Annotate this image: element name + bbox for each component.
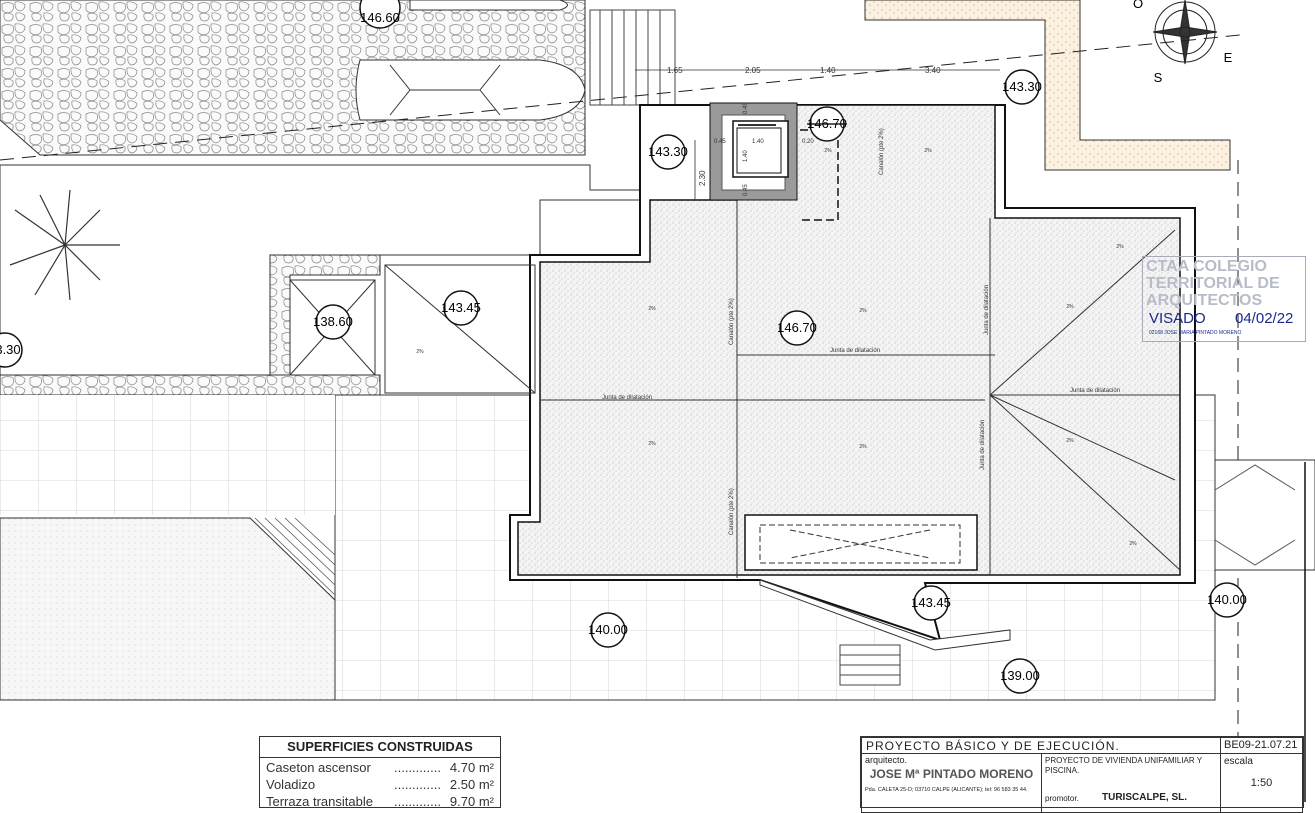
dimension-label: 1.40 — [820, 66, 836, 75]
svg-text:143.30: 143.30 — [648, 144, 688, 159]
level-marker: 143.30 — [1002, 69, 1042, 105]
gutter-label: Canalón (pte 2%) — [879, 128, 885, 175]
svg-text:143.45: 143.45 — [911, 595, 951, 610]
svg-text:143.30: 143.30 — [1002, 79, 1042, 94]
palm-tree-symbol — [9, 189, 120, 301]
svg-text:2%: 2% — [859, 444, 867, 450]
dimension-line — [635, 69, 1000, 200]
level-marker: 138.60 — [313, 304, 353, 340]
stamp-name: 02168 JOSE MARIA PINTADO MORENO — [1149, 330, 1242, 336]
svg-text:140.00: 140.00 — [588, 622, 628, 637]
architect-label: arquitecto. — [865, 755, 908, 765]
level-marker: 140.00 — [1207, 582, 1247, 618]
svg-text:2%: 2% — [1066, 438, 1074, 444]
promoter-name: TURISCALPE, SL. — [1102, 792, 1188, 803]
expansion-joint-label: Junta de dilatación — [980, 420, 986, 470]
gutter-label: Canalón (pte 2%) — [729, 488, 735, 535]
stamp-visado: VISADO — [1149, 310, 1206, 327]
skylight — [744, 514, 978, 571]
title-block: PROYECTO BÁSICO Y DE EJECUCIÓN. BE09-21.… — [860, 736, 1304, 813]
project-type: PROYECTO BÁSICO Y DE EJECUCIÓN. — [861, 737, 1221, 754]
svg-text:3.30: 3.30 — [0, 342, 21, 357]
compass-south-label: S — [1154, 70, 1163, 85]
level-marker: 146.70 — [807, 106, 847, 142]
surface-row: Terraza transitable.............9.70 m² — [266, 794, 494, 809]
svg-text:146.70: 146.70 — [777, 320, 817, 335]
promoter-label: promotor. — [1045, 794, 1079, 803]
svg-text:2%: 2% — [1129, 541, 1137, 547]
svg-text:2%: 2% — [1066, 304, 1074, 310]
svg-text:146.70: 146.70 — [807, 116, 847, 131]
svg-text:2%: 2% — [648, 306, 656, 312]
level-marker: 139.00 — [1000, 658, 1040, 694]
level-marker: 143.30 — [648, 134, 688, 170]
slope-marker: 2% 2% 2% 2% 2% 2% 2% 2% 2% 2% 2% — [416, 148, 1137, 547]
level-marker: 143.45 — [441, 290, 481, 326]
compass-east-label: E — [1224, 50, 1233, 65]
dimension-label: 1.65 — [667, 66, 683, 75]
stairs — [589, 9, 901, 686]
svg-text:139.00: 139.00 — [1000, 668, 1040, 683]
dimension-label: 1.40 — [752, 139, 764, 145]
level-marker: 146.70 — [777, 310, 817, 346]
dimension-label: 0.45 — [743, 184, 749, 196]
scale-label: escala — [1224, 756, 1253, 767]
surface-row: Caseton ascensor.............4.70 m² — [266, 760, 494, 775]
svg-text:143.45: 143.45 — [441, 300, 481, 315]
svg-text:138.60: 138.60 — [313, 314, 353, 329]
architect-name: JOSE Mª PINTADO MORENO — [869, 767, 1034, 781]
gutter-label: Canalón (pte 2%) — [729, 298, 735, 345]
dimension-label: 0.45 — [743, 102, 749, 114]
dimension-label: 1.40 — [743, 150, 749, 162]
expansion-joint-label: Junta de dilatación — [602, 395, 652, 401]
drawing-code: BE09-21.07.21 — [1220, 737, 1303, 754]
compass-west-label: O — [1133, 0, 1143, 11]
pool — [0, 517, 336, 701]
stone-wall — [0, 374, 381, 396]
dimension-label: 2.30 — [698, 170, 707, 186]
scale-value: 1:50 — [1250, 777, 1273, 789]
compass-rose — [1152, 0, 1218, 65]
surfaces-table: SUPERFICIES CONSTRUIDAS Caseton ascensor… — [259, 736, 501, 809]
dimension-label: 3.40 — [925, 66, 941, 75]
architect-address: Pda. CALETA 25-D; 03710 CALPE (ALICANTE)… — [865, 787, 1028, 793]
surfaces-title: SUPERFICIES CONSTRUIDAS — [260, 737, 500, 758]
expansion-joint-label: Junta de dilatación — [830, 348, 880, 354]
svg-text:2%: 2% — [824, 148, 832, 154]
svg-text:2%: 2% — [924, 148, 932, 154]
svg-text:2%: 2% — [416, 349, 424, 355]
dimension-label: 2.05 — [745, 66, 761, 75]
stamp-date: 04/02/22 — [1235, 310, 1294, 327]
svg-text:2%: 2% — [648, 441, 656, 447]
project-name: PROYECTO DE VIVIENDA UNIFAMILIAR Y PISCI… — [1045, 756, 1202, 775]
visado-stamp: CTAA COLEGIO TERRITORIAL DE ARQUITECTOS … — [1142, 256, 1306, 342]
level-marker: 146.60 — [359, 0, 401, 29]
stamp-org: CTAA COLEGIO TERRITORIAL DE ARQUITECTOS — [1146, 258, 1280, 309]
svg-text:2%: 2% — [1116, 244, 1124, 250]
level-marker: 140.00 — [588, 612, 628, 648]
gravel-area — [864, 0, 1231, 171]
level-marker: 143.45 — [911, 585, 951, 621]
svg-text:2%: 2% — [859, 308, 867, 314]
svg-text:146.60: 146.60 — [360, 10, 400, 25]
svg-text:140.00: 140.00 — [1207, 592, 1247, 607]
dimension-label: 0.45 — [714, 139, 726, 145]
level-marker: 3.30 — [0, 332, 23, 368]
expansion-joint-label: Junta de dilatación — [984, 285, 990, 335]
car-symbol — [355, 0, 586, 121]
dimension-label: 0.20 — [802, 139, 814, 145]
expansion-joint-label: Junta de dilatación — [1070, 388, 1120, 394]
elevator-shaft — [709, 102, 798, 201]
surface-row: Voladizo.............2.50 m² — [266, 777, 494, 792]
